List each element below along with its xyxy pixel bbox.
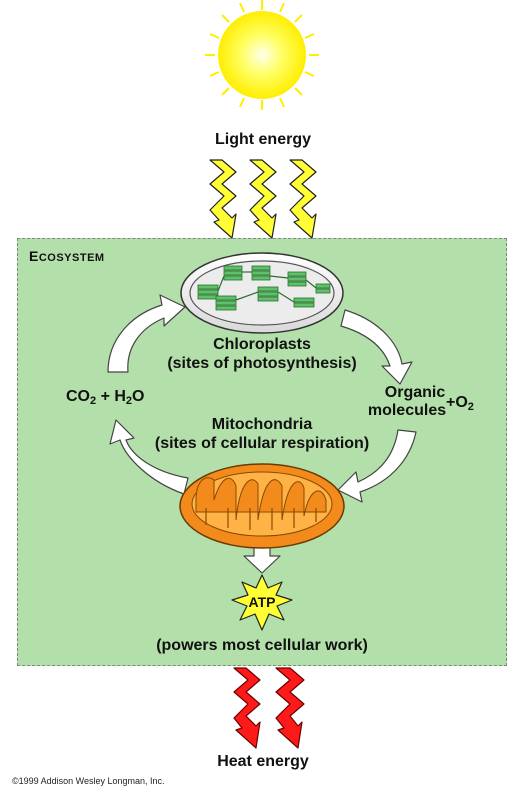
sun-icon <box>205 0 319 110</box>
ecosystem-title: ECOSYSTEM <box>29 248 105 264</box>
mitochondria-icon <box>179 463 345 549</box>
heat-energy-bolts <box>233 667 305 749</box>
light-bolt-icon <box>289 159 317 239</box>
o2-label: +O2 <box>446 394 474 413</box>
co2-text: CO <box>66 388 90 405</box>
ecosystem-title-rest: COSYSTEM <box>38 252 105 264</box>
light-energy-bolts <box>209 159 317 239</box>
heat-bolt-icon <box>233 667 261 749</box>
plus-o-text: +O <box>446 394 468 411</box>
h2o-o-text: O <box>132 388 145 405</box>
copyright-text: ©1999 Addison Wesley Longman, Inc. <box>12 776 165 786</box>
chloroplast-icon <box>180 252 344 334</box>
heat-energy-label: Heat energy <box>217 753 309 770</box>
light-bolt-icon <box>209 159 237 239</box>
mitochondria-sublabel: (sites of cellular respiration) <box>154 435 370 452</box>
h2o-subscript: 2 <box>125 395 133 407</box>
powers-label: (powers most cellular work) <box>156 637 368 654</box>
chloroplasts-label: Chloroplasts <box>213 336 311 353</box>
cycle-arrows <box>107 294 417 574</box>
arrow-to-organic <box>340 309 413 385</box>
molecules-label: molecules <box>367 402 447 419</box>
heat-bolt-icon <box>275 667 305 749</box>
co2-h2o-label: CO2 + H2O <box>66 388 145 407</box>
co2-subscript: 2 <box>90 395 97 407</box>
light-energy-label: Light energy <box>214 131 311 148</box>
light-bolt-icon <box>249 159 277 239</box>
atp-label: ATP <box>248 594 276 610</box>
organic-label: Organic <box>384 384 446 401</box>
arrow-to-co2 <box>109 419 189 495</box>
plus-h-text: + H <box>96 388 126 405</box>
atp-starburst-icon <box>231 574 293 631</box>
o2-subscript: 2 <box>467 401 474 413</box>
chloroplasts-sublabel: (sites of photosynthesis) <box>167 355 357 372</box>
ecosystem-title-initial: E <box>29 248 39 264</box>
mitochondria-label: Mitochondria <box>211 416 313 433</box>
arrow-to-mitochondria <box>337 429 417 503</box>
